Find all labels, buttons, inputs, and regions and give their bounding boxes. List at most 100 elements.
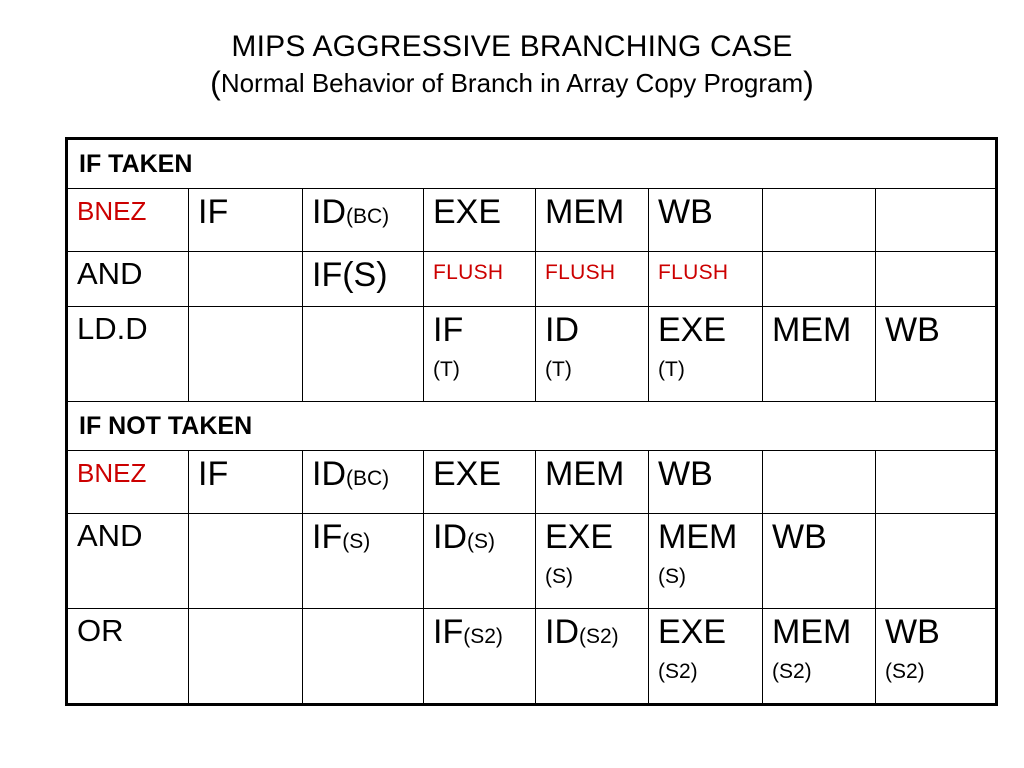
stage-main: MEM	[772, 311, 852, 349]
stage-main: IF(S)	[312, 256, 388, 294]
stage-cell-empty	[188, 608, 303, 705]
stage-cell: IF(S)	[302, 513, 424, 609]
stage-cell: EXE (S)	[535, 513, 649, 609]
stage-main: MEM	[545, 455, 625, 493]
stage-cell-empty	[762, 450, 876, 514]
flush-label: FLUSH	[433, 261, 504, 284]
stage-sub: (BC)	[346, 467, 390, 490]
stage-cell: WB(S2)	[874, 608, 998, 705]
section-header-row: IF TAKEN	[65, 138, 998, 189]
stage-cell-empty	[302, 306, 424, 402]
stage-cell: MEM (S)	[648, 513, 763, 609]
stage-cell: WB	[762, 513, 876, 609]
stage-cell: MEM	[535, 450, 649, 514]
instruction-label-bnez: BNEZ	[77, 196, 147, 226]
section-header-cell: IF NOT TAKEN	[65, 401, 998, 451]
stage-cell: EXE (T)	[648, 306, 763, 402]
stage-annotation: (S2)	[772, 660, 812, 683]
stage-main: WB	[658, 193, 713, 231]
stage-main: WB	[772, 518, 827, 556]
stage-main: WB	[658, 455, 713, 493]
pipeline-table: IF TAKEN BNEZ IF ID(BC) EXE MEM	[65, 137, 999, 706]
stage-cell-flush: FLUSH	[648, 251, 763, 307]
stage-annotation: (S)	[658, 565, 686, 588]
stage-cell-empty	[874, 251, 998, 307]
stage-cell: IF(S)	[302, 251, 424, 307]
stage-main: IF	[198, 455, 229, 493]
table-row: BNEZ IF ID(BC) EXE MEM WB	[66, 450, 998, 514]
stage-cell-flush: FLUSH	[423, 251, 536, 307]
stage-main: EXE	[433, 455, 502, 493]
stage-cell-flush: FLUSH	[535, 251, 649, 307]
stage-annotation: (S2)	[885, 660, 925, 683]
instruction-cell: BNEZ	[66, 450, 189, 514]
stage-main: EXE	[545, 518, 614, 556]
stage-main: ID	[433, 518, 467, 556]
section-header-row: IF NOT TAKEN	[65, 401, 998, 451]
stage-main: ID	[545, 613, 579, 651]
instruction-cell: AND	[66, 513, 189, 609]
table-row: AND IF(S) FLUSH FLUSH FLUSH	[66, 251, 998, 307]
section-header-cell: IF TAKEN	[65, 138, 998, 189]
stage-sub: (BC)	[346, 205, 390, 228]
table-row: AND IF(S) ID(S) EXE(S) MEM(S) WB	[66, 513, 998, 609]
stage-sub: (S2)	[579, 625, 619, 648]
stage-main: MEM	[545, 193, 625, 231]
instruction-cell: OR	[66, 608, 189, 705]
stage-cell: WB	[874, 306, 998, 402]
subtitle-close-paren: )	[803, 65, 814, 101]
stage-main: IF	[312, 518, 343, 556]
stage-cell-empty	[762, 251, 876, 307]
stage-cell: MEM (S2)	[762, 608, 876, 705]
stage-main: WB	[885, 311, 940, 349]
stage-main: ID	[312, 455, 346, 493]
stage-sub: (S2)	[463, 625, 503, 648]
subtitle-open-paren: (	[210, 65, 221, 101]
stage-cell: ID(S2)	[535, 608, 649, 705]
stage-cell: EXE	[423, 188, 536, 252]
stage-cell: EXE	[423, 450, 536, 514]
stage-annotation: (T)	[545, 358, 572, 381]
stage-cell-empty	[874, 450, 998, 514]
stage-cell: IF	[188, 188, 303, 252]
stage-cell: MEM	[535, 188, 649, 252]
stage-cell: ID(BC)	[302, 188, 424, 252]
stage-cell: WB	[648, 450, 763, 514]
page-subtitle: (Normal Behavior of Branch in Array Copy…	[0, 65, 1024, 101]
flush-label: FLUSH	[545, 261, 616, 284]
stage-cell-empty	[188, 513, 303, 609]
stage-main: MEM	[772, 613, 852, 651]
section-title-if-taken: IF TAKEN	[79, 150, 193, 178]
subtitle-text: Normal Behavior of Branch in Array Copy …	[220, 68, 804, 98]
stage-main: MEM	[658, 518, 738, 556]
stage-cell-empty	[874, 188, 998, 252]
title-block: MIPS AGGRESSIVE BRANCHING CASE (Normal B…	[0, 28, 1024, 101]
flush-label: FLUSH	[658, 261, 729, 284]
instruction-label-or: OR	[77, 613, 124, 648]
stage-cell: ID (T)	[535, 306, 649, 402]
stage-sub: (S)	[467, 530, 495, 553]
stage-sub: (S)	[342, 530, 371, 553]
stage-cell: IF(S2)	[423, 608, 536, 705]
stage-cell-empty	[874, 513, 998, 609]
table-row: LD.D IF (T) ID (T) EXE (T) MEM WB	[66, 306, 998, 402]
stage-main: IF	[198, 193, 229, 231]
section-title-if-not-taken: IF NOT TAKEN	[79, 412, 253, 440]
stage-annotation: (T)	[658, 358, 685, 381]
instruction-label-ldd: LD.D	[77, 311, 148, 346]
stage-cell-empty	[762, 188, 876, 252]
stage-cell: MEM	[762, 306, 876, 402]
page-title: MIPS AGGRESSIVE BRANCHING CASE	[231, 30, 793, 63]
stage-cell-empty	[188, 306, 303, 402]
stage-cell: ID(BC)	[302, 450, 424, 514]
stage-main: IF	[433, 613, 464, 651]
stage-main: ID	[545, 311, 579, 349]
stage-main: EXE	[658, 311, 727, 349]
stage-main: IF	[433, 311, 464, 349]
stage-main: EXE	[433, 193, 502, 231]
stage-cell: ID(S)	[423, 513, 536, 609]
stage-annotation: (S2)	[658, 660, 698, 683]
stage-annotation: (S)	[545, 565, 573, 588]
instruction-label-and: AND	[77, 518, 143, 553]
